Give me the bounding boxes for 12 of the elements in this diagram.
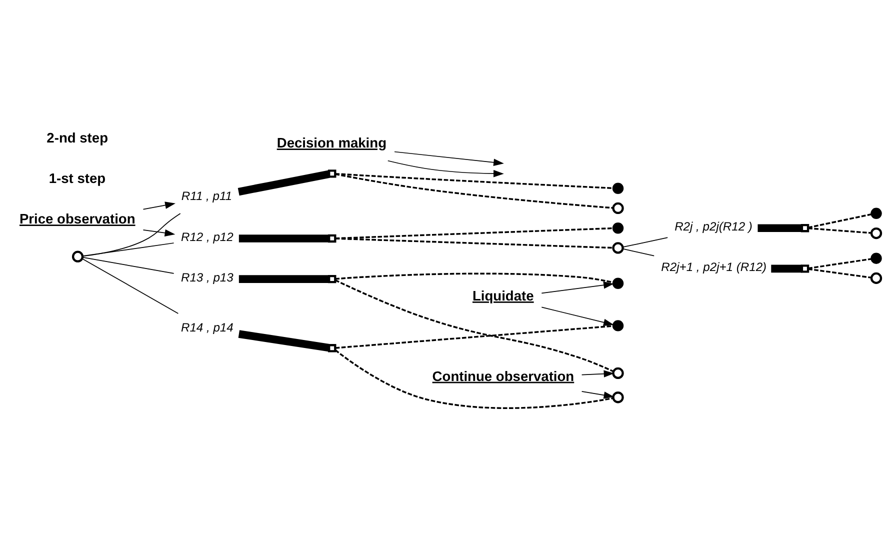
node-text: R2j , p2j(R12 ) xyxy=(674,219,752,234)
node-text: Continue observation xyxy=(432,368,574,384)
node-text: Decision making xyxy=(276,134,387,151)
label: 2-nd step xyxy=(46,129,108,146)
node-text: R2j+1 , p2j+1 (R12) xyxy=(661,260,767,274)
node-text: R12 , p12 xyxy=(180,230,234,244)
node-text: R11 , p11 xyxy=(181,189,232,204)
node-text: Price observation xyxy=(19,210,136,227)
label: 1-st step xyxy=(48,170,106,186)
node-text: R14 , p14 xyxy=(180,320,234,334)
node-text: Liquidate xyxy=(472,287,534,304)
node-text: R13 , p13 xyxy=(180,270,234,284)
